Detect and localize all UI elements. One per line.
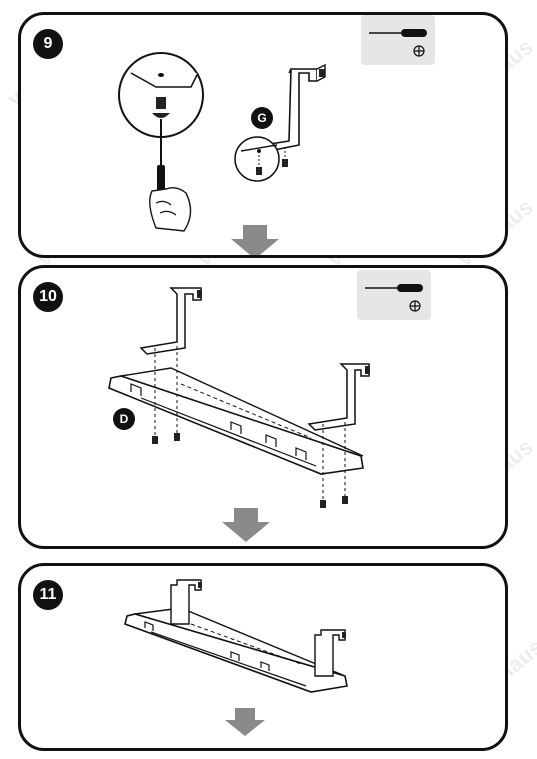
down-arrow-icon (222, 508, 270, 542)
assembled-tray-illustration (124, 579, 348, 693)
step-number-badge: 9 (33, 29, 63, 59)
step-number-badge: 10 (33, 282, 63, 312)
step-11-panel: 11 (18, 563, 508, 751)
step-10-panel: 10 D (18, 265, 508, 549)
down-arrow-icon (231, 225, 279, 255)
bracket-g-illustration (234, 63, 326, 182)
down-arrow-icon (225, 708, 265, 736)
step-9-panel: 9 G (18, 12, 508, 258)
screwdriver-icon (365, 284, 423, 312)
part-label-badge: D (113, 408, 135, 430)
step-number-badge: 11 (33, 580, 63, 610)
screwdriver-tool-box (361, 15, 435, 65)
tray-brackets-assembly-illustration (108, 287, 370, 508)
part-label-badge: G (251, 107, 273, 129)
screwdriver-tool-box (357, 270, 431, 320)
screw-detail-illustration (118, 52, 204, 232)
screwdriver-icon (369, 29, 427, 57)
